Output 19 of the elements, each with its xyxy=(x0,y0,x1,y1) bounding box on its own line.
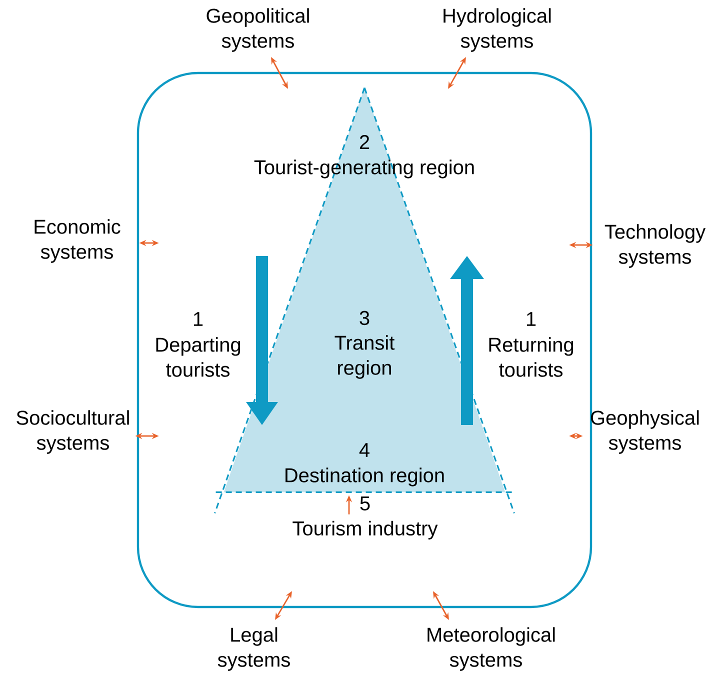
text-label: Returning tourists xyxy=(489,337,574,377)
text-label: Transit region xyxy=(334,335,395,379)
text-label: Hydrological systems xyxy=(444,8,551,52)
text-label: Technology systems xyxy=(604,224,706,268)
text-label: 5 Tourism industry xyxy=(292,496,438,540)
system-boundary xyxy=(136,72,592,608)
text-label: Sociocultural systems xyxy=(16,410,129,454)
text-label: Tourist-generating region xyxy=(254,160,474,178)
text-label: Departing tourists xyxy=(156,337,240,377)
text-label: Economic systems xyxy=(34,219,120,263)
text-label: 3 xyxy=(360,310,370,326)
text-label: 1 xyxy=(194,312,203,326)
text-label: Geopolitical systems xyxy=(206,8,309,52)
text-label: 1 xyxy=(526,312,536,326)
text-label: 4 xyxy=(359,443,370,457)
text-label: Legal systems xyxy=(218,627,290,671)
text-label: 2 xyxy=(360,135,370,149)
text-label: Meteorological systems xyxy=(428,627,555,671)
text-label: Destination region xyxy=(286,468,444,486)
